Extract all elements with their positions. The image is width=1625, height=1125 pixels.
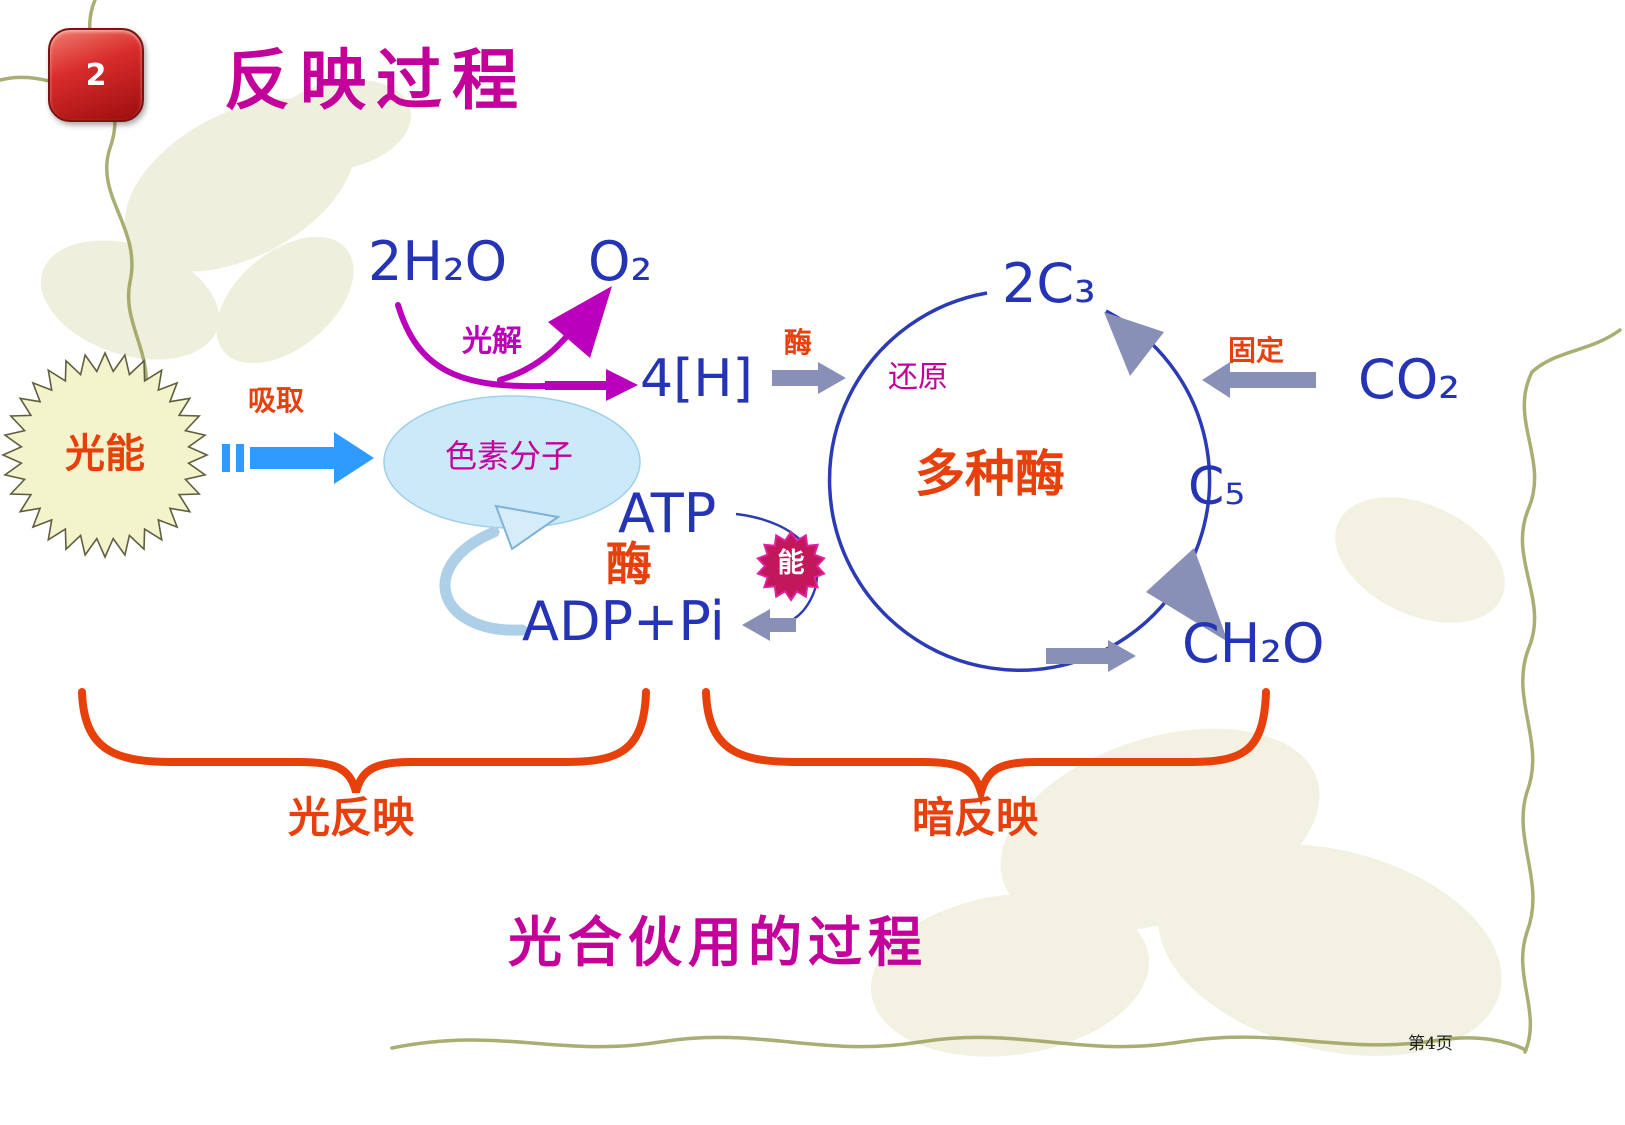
energy-label: 能 xyxy=(777,548,805,579)
atp-adp-cycle-arrow xyxy=(439,526,528,636)
slide-number: 2 xyxy=(85,57,107,93)
water-label: 2H₂O xyxy=(368,230,508,293)
fixation-label: 固定 xyxy=(1228,334,1285,367)
pigment-label: 色素分子 xyxy=(445,437,574,475)
leaf-blob xyxy=(1335,497,1505,623)
absorb-arrow xyxy=(222,432,374,484)
absorb-label: 吸取 xyxy=(248,384,305,417)
hydrogen-label: 4[H] xyxy=(640,349,753,409)
hydrogen-into-cycle-arrow xyxy=(772,362,846,394)
leaf-blob xyxy=(870,893,1150,1057)
co2-label: CO₂ xyxy=(1358,348,1460,411)
photolysis-label: 光解 xyxy=(462,324,522,359)
page-title: 反映过程 xyxy=(224,41,528,119)
atp-enzyme-label: 酶 xyxy=(606,537,652,591)
page-number: 第4页 xyxy=(1408,1034,1453,1054)
dark-reaction-brace xyxy=(702,688,1270,807)
dark-reaction-label: 暗反映 xyxy=(912,793,1039,842)
vine-right-edge xyxy=(1520,370,1537,1054)
slide-number-badge: 2 xyxy=(48,28,144,122)
leaf-blob xyxy=(40,240,220,360)
slide-caption: 光合伙用的过程 xyxy=(508,910,928,974)
leaf-blob xyxy=(216,236,354,364)
vine-right-curl xyxy=(1530,328,1622,374)
adp-label: ADP+Pi xyxy=(522,590,725,653)
cycle-top-arrowhead xyxy=(1104,312,1164,376)
fixation-arrow xyxy=(1202,362,1316,398)
ch2o-arrow xyxy=(1046,640,1136,672)
adp-return-arrow xyxy=(742,609,796,641)
atp-label: ATP xyxy=(618,482,717,545)
light-reaction-brace xyxy=(78,688,650,794)
leaf-blob xyxy=(1158,844,1502,1056)
light-energy-label: 光能 xyxy=(65,430,145,477)
light-reaction-label: 光反映 xyxy=(288,793,415,842)
hydrogen-arrow xyxy=(545,369,638,401)
atp-adp-cycle-arrowhead xyxy=(494,504,561,551)
cycle-enzyme-label: 酶 xyxy=(784,326,813,359)
reduction-label: 还原 xyxy=(888,360,948,395)
ch2o-label: CH₂O xyxy=(1182,612,1325,675)
multi-enzyme-label: 多种酶 xyxy=(915,444,1065,503)
vine-bottom xyxy=(390,1035,1528,1052)
oxygen-arrowhead xyxy=(548,286,612,358)
c3-label: 2C₃ xyxy=(1002,252,1096,315)
oxygen-label: O₂ xyxy=(588,230,653,293)
c5-label: C₅ xyxy=(1188,457,1246,517)
